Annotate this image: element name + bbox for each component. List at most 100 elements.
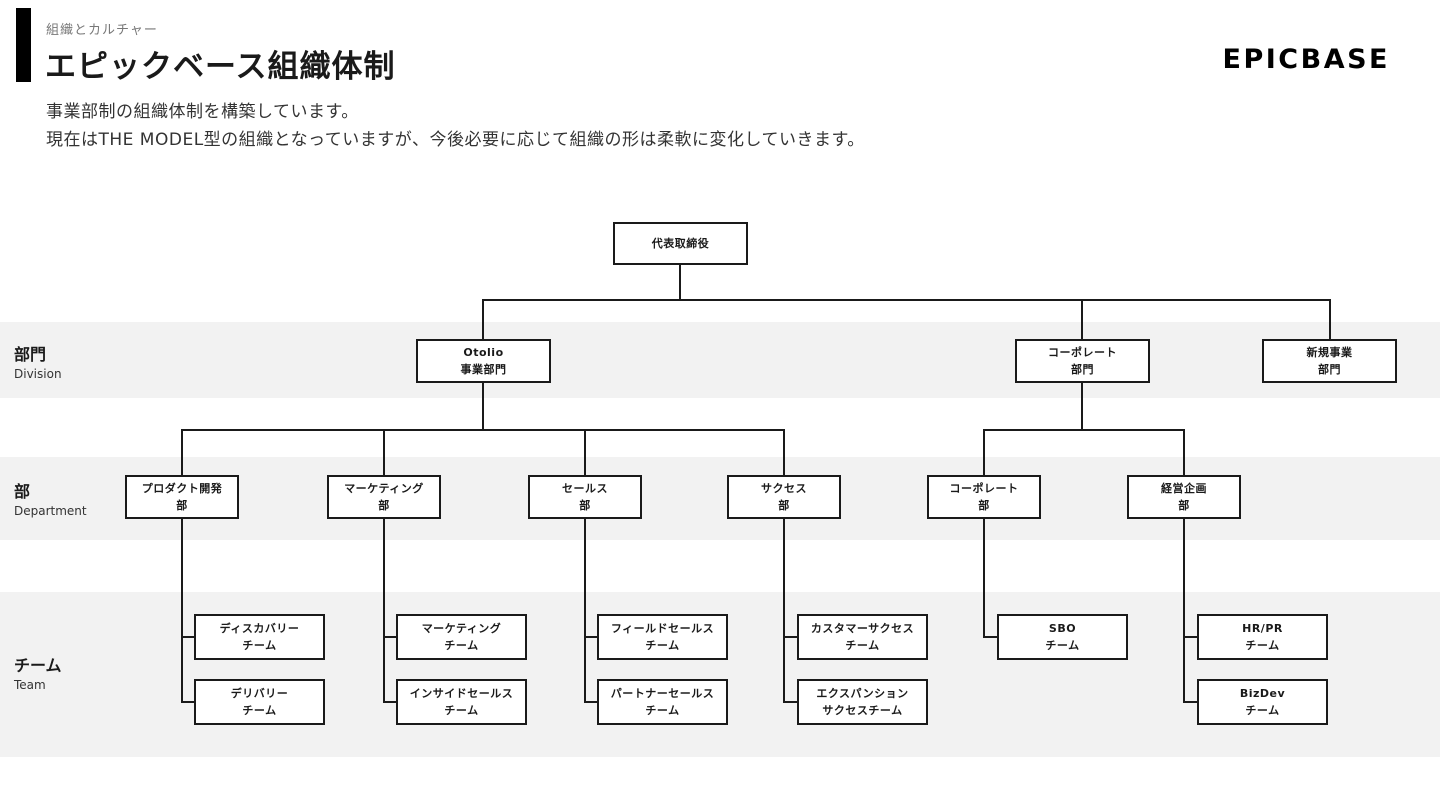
line [181, 701, 195, 703]
line [1183, 519, 1185, 703]
node-label: エクスパンション [816, 686, 909, 700]
node-label: 部 [1178, 499, 1190, 512]
node-team-customer-success: カスタマーサクセス チーム [797, 614, 928, 660]
node-label: 部 [176, 499, 188, 512]
node-label: チーム [1045, 639, 1080, 652]
node-label: インサイドセールス [409, 686, 514, 700]
node-label: 新規事業 [1306, 345, 1353, 359]
node-label: マーケティング [421, 621, 502, 635]
line [383, 701, 397, 703]
line [1183, 429, 1185, 475]
node-team-field-sales: フィールドセールス チーム [597, 614, 728, 660]
node-label: 部門 [1318, 363, 1341, 376]
node-label: サクセス [761, 481, 807, 495]
line [1081, 383, 1083, 431]
row-label-department-ja: 部 [14, 482, 31, 501]
line [983, 429, 985, 475]
node-label: コーポレート [949, 481, 1019, 495]
line [1183, 701, 1198, 703]
node-dept-success: サクセス 部 [727, 475, 841, 519]
accent-bar [16, 8, 31, 82]
node-team-discovery: ディスカバリー チーム [194, 614, 325, 660]
node-label: 経営企画 [1161, 481, 1207, 495]
node-label: カスタマーサクセス [810, 621, 915, 635]
node-label: サクセスチーム [822, 704, 903, 717]
line [983, 429, 1185, 431]
node-label: BizDev [1239, 686, 1286, 700]
node-label: チーム [1245, 639, 1280, 652]
node-label: 事業部門 [460, 363, 507, 376]
page-title: エピックベース組織体制 [45, 49, 396, 85]
line [783, 429, 785, 475]
node-label: 部 [378, 499, 390, 512]
row-label-team-ja: チーム [14, 656, 62, 675]
line [584, 636, 598, 638]
node-division-corporate: コーポレート 部門 [1015, 339, 1150, 383]
row-label-division-en: Division [14, 367, 62, 381]
line [783, 701, 798, 703]
node-label: Otolio [463, 345, 504, 359]
line [584, 519, 586, 703]
node-dept-marketing: マーケティング 部 [327, 475, 441, 519]
node-label: 部 [978, 499, 990, 512]
line [783, 636, 798, 638]
line [181, 519, 183, 703]
node-label: セールス [562, 481, 608, 495]
node-team-delivery: デリバリー チーム [194, 679, 325, 725]
node-team-marketing: マーケティング チーム [396, 614, 527, 660]
line [383, 429, 385, 475]
line [1183, 636, 1198, 638]
node-team-partner-sales: パートナーセールス チーム [597, 679, 728, 725]
line [482, 299, 484, 339]
node-label: チーム [645, 704, 680, 717]
node-dept-product-dev: プロダクト開発 部 [125, 475, 239, 519]
node-division-new-business: 新規事業 部門 [1262, 339, 1397, 383]
node-label: チーム [1245, 704, 1280, 717]
line [584, 701, 598, 703]
node-team-inside-sales: インサイドセールス チーム [396, 679, 527, 725]
node-ceo: 代表取締役 [613, 222, 748, 265]
node-label: 部 [579, 499, 591, 512]
node-division-otolio-business: Otolio 事業部門 [416, 339, 551, 383]
node-label: チーム [242, 639, 277, 652]
node-label: マーケティング [344, 481, 424, 495]
line [584, 429, 586, 475]
node-dept-strategy: 経営企画 部 [1127, 475, 1241, 519]
line [181, 429, 785, 431]
row-label-team-en: Team [14, 678, 46, 692]
node-label: HR/PR [1242, 621, 1283, 635]
line [1329, 299, 1331, 339]
description-line-1: 事業部制の組織体制を構築しています。 [46, 102, 359, 122]
line [679, 265, 681, 301]
section-eyebrow: 組織とカルチャー [46, 23, 158, 38]
node-label: SBO [1048, 621, 1077, 635]
node-label: チーム [645, 639, 680, 652]
line [383, 636, 397, 638]
division-band [0, 322, 1440, 398]
node-dept-corporate: コーポレート 部 [927, 475, 1041, 519]
line [181, 429, 183, 475]
node-label: 部門 [1071, 363, 1094, 376]
node-label: チーム [444, 704, 479, 717]
node-team-sbo: SBO チーム [997, 614, 1128, 660]
node-label: 部 [778, 499, 790, 512]
line [983, 519, 985, 638]
node-label: コーポレート [1048, 345, 1117, 359]
node-label: パートナーセールス [610, 686, 715, 700]
row-label-division: 部門 Division [14, 341, 62, 381]
node-label: チーム [444, 639, 479, 652]
line [783, 519, 785, 703]
line [383, 519, 385, 703]
description-line-2: 現在はTHE MODEL型の組織となっていますが、今後必要に応じて組織の形は柔軟… [46, 130, 865, 150]
node-label: チーム [845, 639, 880, 652]
node-team-hr-pr: HR/PR チーム [1197, 614, 1328, 660]
line [482, 383, 484, 431]
row-label-department-en: Department [14, 504, 87, 518]
node-label: デリバリー [230, 686, 289, 700]
line [1081, 299, 1083, 339]
node-team-expansion-success: エクスパンション サクセスチーム [797, 679, 928, 725]
node-label: フィールドセールス [610, 621, 715, 635]
line [983, 636, 998, 638]
row-label-team: チーム Team [14, 652, 62, 692]
